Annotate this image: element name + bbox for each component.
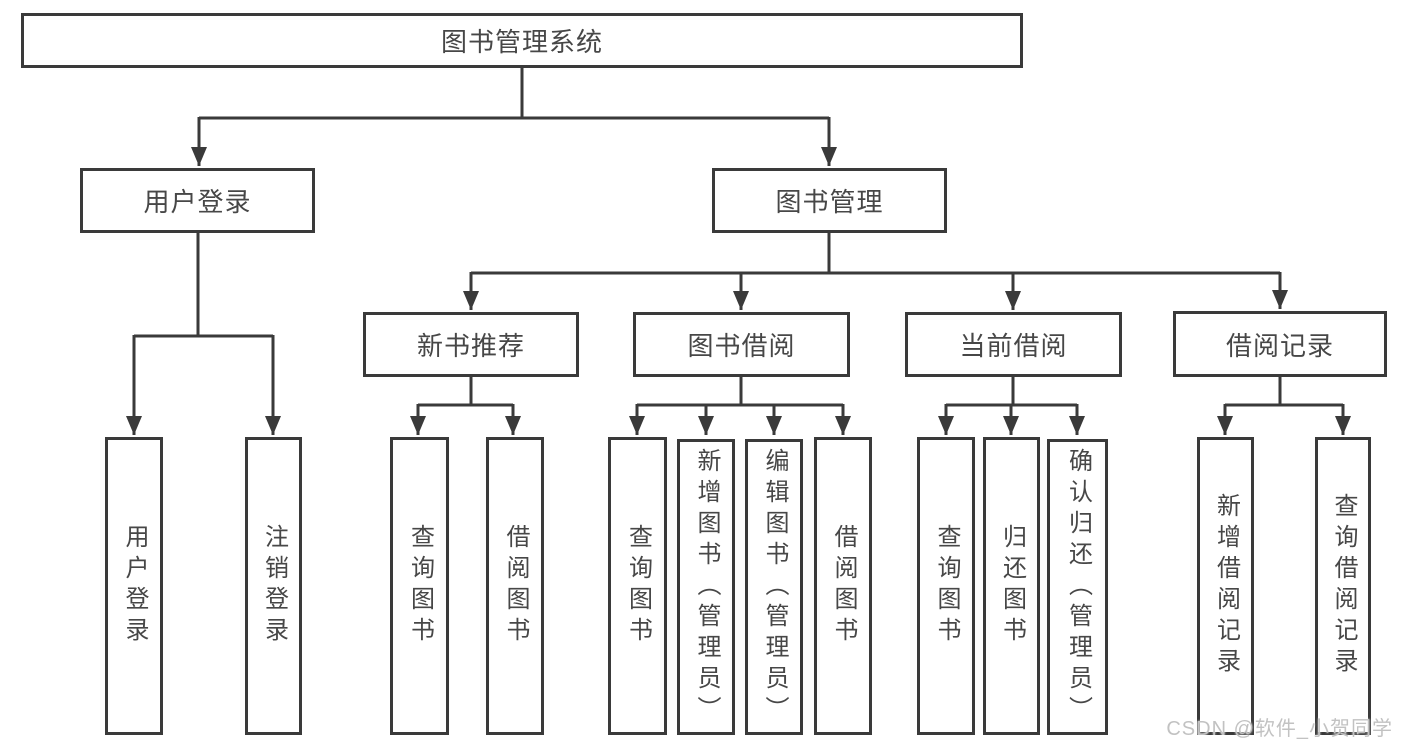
node-library-management-system: 图书管理系统 <box>21 13 1023 68</box>
node-label: 查询图书 <box>624 524 652 648</box>
leaf-query-books-borrowing: 查询图书 <box>608 437 667 735</box>
leaf-borrow-books-borrowing: 借阅图书 <box>814 437 872 735</box>
leaf-query-books-current: 查询图书 <box>917 437 975 735</box>
leaf-edit-books-admin: 编辑图书（管理员） <box>745 439 803 735</box>
node-label: 归还图书 <box>998 524 1026 648</box>
leaf-query-books-recommend: 查询图书 <box>390 437 449 735</box>
edge-borrowing-records-trunk <box>1225 377 1343 407</box>
node-label: 用户登录 <box>143 187 252 217</box>
node-label: 借阅记录 <box>1225 330 1334 361</box>
leaf-confirm-return-admin: 确认归还（管理员） <box>1047 439 1108 735</box>
node-label: 查询借阅记录 <box>1330 493 1357 679</box>
leaf-logout-login: 注销登录 <box>245 437 302 735</box>
edge-book-management-trunk <box>471 233 1280 275</box>
node-label: 当前借阅 <box>959 331 1068 361</box>
edge-book-borrowing-trunk <box>637 377 843 407</box>
node-borrowing-records: 借阅记录 <box>1173 311 1387 377</box>
leaf-query-borrow-record: 查询借阅记录 <box>1315 437 1371 735</box>
node-label: 新书推荐 <box>416 331 525 361</box>
node-label: 确认归还（管理员） <box>1064 447 1092 727</box>
node-label: 新增借阅记录 <box>1212 493 1240 679</box>
edge-current-borrowing-trunk <box>946 377 1077 407</box>
node-label: 图书管理 <box>775 187 884 217</box>
node-label: 借阅图书 <box>830 524 857 648</box>
edge-root-trunk <box>199 68 829 120</box>
leaf-return-books: 归还图书 <box>983 437 1040 735</box>
leaf-borrow-books-recommend: 借阅图书 <box>486 437 544 735</box>
node-label: 编辑图书（管理员） <box>761 447 788 727</box>
node-new-book-recommend: 新书推荐 <box>363 312 579 377</box>
csdn-watermark: CSDN @软件_小贺同学 <box>1166 718 1393 740</box>
node-label: 注销登录 <box>260 524 288 648</box>
node-label: 图书管理系统 <box>440 27 603 57</box>
node-label: 查询图书 <box>406 524 434 648</box>
node-label: 借阅图书 <box>502 524 529 648</box>
node-book-management: 图书管理 <box>712 168 947 233</box>
node-user-login: 用户登录 <box>80 168 315 233</box>
leaf-add-borrow-record: 新增借阅记录 <box>1197 437 1254 735</box>
node-label: 查询图书 <box>933 524 960 648</box>
node-label: 用户登录 <box>121 524 148 648</box>
node-label: 新增图书（管理员） <box>693 447 720 727</box>
node-current-borrowing: 当前借阅 <box>905 312 1122 377</box>
leaf-user-login: 用户登录 <box>105 437 163 735</box>
node-book-borrowing: 图书借阅 <box>633 312 850 377</box>
leaf-add-books-admin: 新增图书（管理员） <box>677 439 735 735</box>
node-label: 图书借阅 <box>687 331 796 361</box>
edge-user-login-trunk <box>134 233 273 338</box>
edge-new-book-recommend-trunk <box>418 377 513 407</box>
